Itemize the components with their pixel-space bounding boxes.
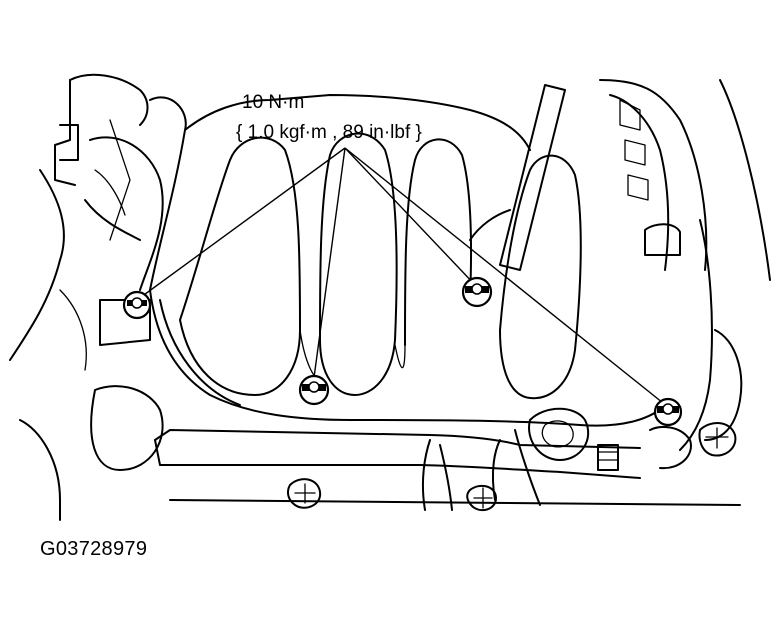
bolt-3 <box>461 276 493 308</box>
bolt-4 <box>653 397 683 427</box>
torque-value-label: 10 N·m <box>242 92 305 113</box>
torque-alt-units-label: { 1.0 kgf·m , 89 in·lbf } <box>236 122 422 143</box>
engine-block-left <box>9 73 187 521</box>
bolt-2 <box>298 374 330 406</box>
bolt-1 <box>122 290 152 320</box>
callout-leader-lines <box>136 147 669 408</box>
manifold-plenum <box>149 94 666 427</box>
engine-parts-right <box>469 79 771 457</box>
figure-code: G03728979 <box>40 538 148 560</box>
lower-flange <box>154 407 741 512</box>
